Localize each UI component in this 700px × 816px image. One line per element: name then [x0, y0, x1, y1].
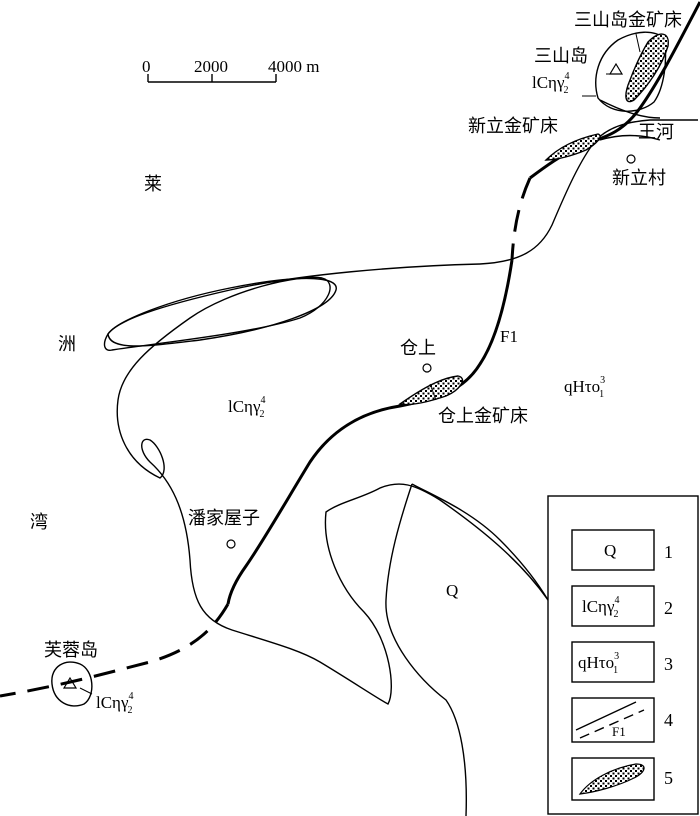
label-panjiawuzi: 潘家屋子: [188, 508, 260, 529]
ore-xinli: [544, 133, 601, 161]
legend-num-1: 1: [664, 542, 673, 562]
legend-ore-swatch: [578, 763, 645, 795]
furongdao-triangle-icon: [62, 676, 78, 689]
label-cangshang: 仓上: [400, 338, 436, 359]
label-cangshang-deposit: 仓上金矿床: [438, 406, 528, 427]
spit-inner: [107, 277, 337, 347]
label-furongdao: 芙蓉岛: [44, 640, 98, 661]
label-wan: 湾: [30, 512, 48, 533]
xinlicun-circle-icon: [626, 154, 636, 164]
legend-text-4: F1: [612, 724, 626, 739]
q-boundary-left: [385, 483, 467, 816]
label-xinli-deposit: 新立金矿床: [468, 116, 558, 137]
place-labels: 三山岛金矿床 三山岛 新立金矿床 王河 新立村 莱 洲 湾 仓上 F1 仓上金矿…: [30, 10, 682, 661]
legend-fault-dashed: [579, 709, 645, 739]
q-boundary-right: [411, 483, 549, 601]
legend-num-5: 5: [664, 768, 673, 788]
legend-box-2: [571, 585, 655, 627]
legend-num-4: 4: [664, 710, 673, 730]
scale-tick-2000: 2000: [194, 57, 228, 76]
fault-f1-solid-central: [226, 259, 514, 605]
peninsula-boundary: [599, 99, 661, 119]
legend-num-2: 2: [664, 598, 673, 618]
fault-f1-dashed-north: [510, 177, 532, 261]
sanshandao-triangle-icon: [608, 62, 624, 75]
label-lai: 莱: [144, 174, 162, 195]
panjiawuzi-circle-icon: [226, 539, 236, 549]
legend-box-4: [571, 697, 655, 743]
label-wanghe: 王河: [638, 122, 674, 143]
legend-fault-solid: [575, 701, 637, 731]
ore-bodies: [398, 33, 669, 406]
point-markers: [62, 62, 636, 689]
ore-sanshandao: [625, 33, 669, 103]
coastline-spit: [103, 263, 549, 705]
cangshang-circle-icon: [422, 363, 432, 373]
scale-tick-0: 0: [142, 57, 151, 76]
boundary-wanghe: [599, 134, 661, 141]
label-f1: F1: [500, 327, 518, 346]
legend-text-1: Q: [604, 541, 616, 560]
fault-f1-dashed-south: [0, 603, 230, 698]
legend-box-3: [571, 641, 655, 683]
coastlines: [51, 31, 698, 816]
label-xinlicun: 新立村: [612, 168, 666, 189]
label-sanshandao-deposit: 三山岛金矿床: [574, 10, 682, 31]
furongdao-island: [51, 661, 93, 707]
label-sanshandao: 三山岛: [534, 46, 588, 67]
scale-bar: 0 2000 4000 m: [142, 57, 319, 83]
label-q-area: Q: [446, 581, 458, 600]
legend-num-3: 3: [664, 654, 673, 674]
legend-box-1: [571, 529, 655, 571]
scale-tick-4000: 4000 m: [268, 57, 319, 76]
coastline-north: [479, 119, 698, 265]
ore-cangshang: [398, 375, 464, 406]
label-zhou: 洲: [58, 334, 76, 355]
leader-lines: [79, 33, 641, 695]
